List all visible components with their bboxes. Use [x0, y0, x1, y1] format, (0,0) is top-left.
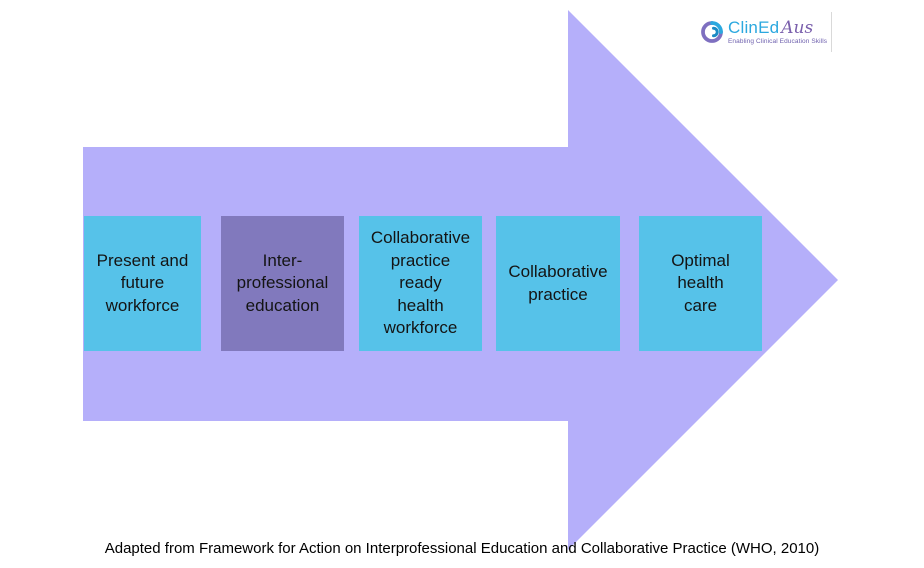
step-collaborative-practice-ready-health-workforce: Collaborative practice ready health work…	[359, 216, 482, 351]
clinedaus-logo: ClinEd Aus Enabling Clinical Education S…	[698, 12, 832, 52]
clinedaus-swirl-icon	[700, 20, 724, 44]
step-present-and-future-workforce: Present and future workforce	[84, 216, 201, 351]
logo-brand-clined: ClinEd	[728, 17, 780, 37]
logo-text-block: ClinEd Aus Enabling Clinical Education S…	[728, 19, 827, 46]
logo-brand-aus: Aus	[781, 17, 814, 38]
step-optimal-health-care: Optimal health care	[639, 216, 762, 351]
logo-tagline: Enabling Clinical Education Skills	[728, 37, 828, 45]
step-interprofessional-education: Inter- professional education	[221, 216, 344, 351]
attribution-caption: Adapted from Framework for Action on Int…	[104, 540, 820, 557]
step-collaborative-practice: Collaborative practice	[496, 216, 620, 351]
